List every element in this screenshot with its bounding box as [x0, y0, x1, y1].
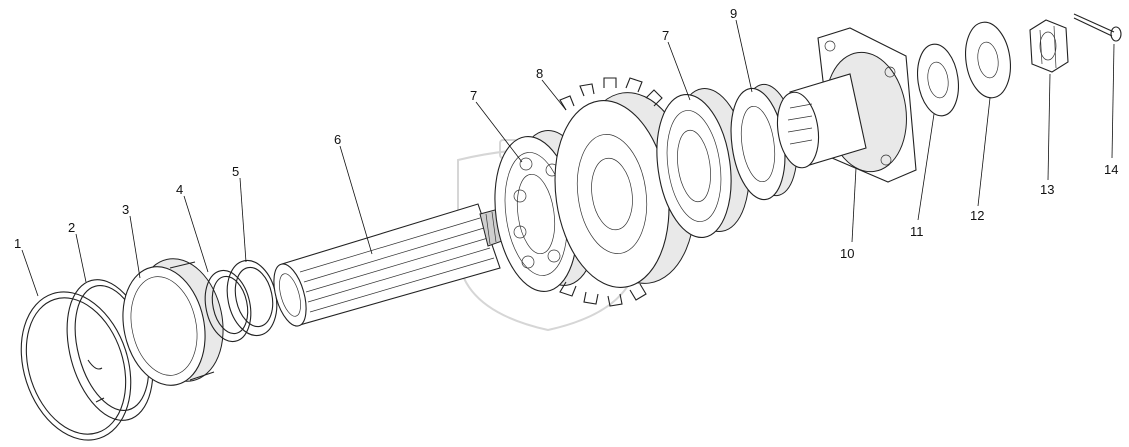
callout-7-front: 7: [470, 88, 477, 103]
part-4-ring: [204, 269, 252, 343]
callout-4: 4: [176, 182, 183, 197]
callout-13: 13: [1040, 182, 1054, 197]
callout-14: 14: [1104, 162, 1118, 177]
callout-9: 9: [730, 6, 737, 21]
callout-5: 5: [232, 164, 239, 179]
part-10-flange-hub: [776, 27, 917, 183]
part-12-washer: [965, 21, 1011, 99]
callout-2: 2: [68, 220, 75, 235]
part-6-splined-shaft: [273, 203, 517, 327]
callout-6: 6: [334, 132, 341, 147]
part-11-washer: [917, 43, 959, 117]
part-14-cotter-pin: [1073, 13, 1122, 42]
part-13-castle-nut: [1029, 19, 1069, 73]
callout-11: 11: [910, 224, 924, 239]
callout-10: 10: [840, 246, 854, 261]
callout-12: 12: [970, 208, 984, 223]
callout-labels: 1 2 3 4 5 6 7 8 7 9 10 11 12 13 14: [14, 6, 1118, 261]
part-3-cover: [122, 258, 224, 386]
leader-lines: [21, 19, 1115, 297]
callout-8: 8: [536, 66, 543, 81]
callout-3: 3: [122, 202, 129, 217]
callout-7-rear: 7: [662, 28, 669, 43]
part-5-spacer: [226, 259, 278, 337]
callout-1: 1: [14, 236, 21, 251]
part-1-snap-ring: [20, 291, 132, 441]
part-7-bearing-rear: [656, 88, 750, 239]
